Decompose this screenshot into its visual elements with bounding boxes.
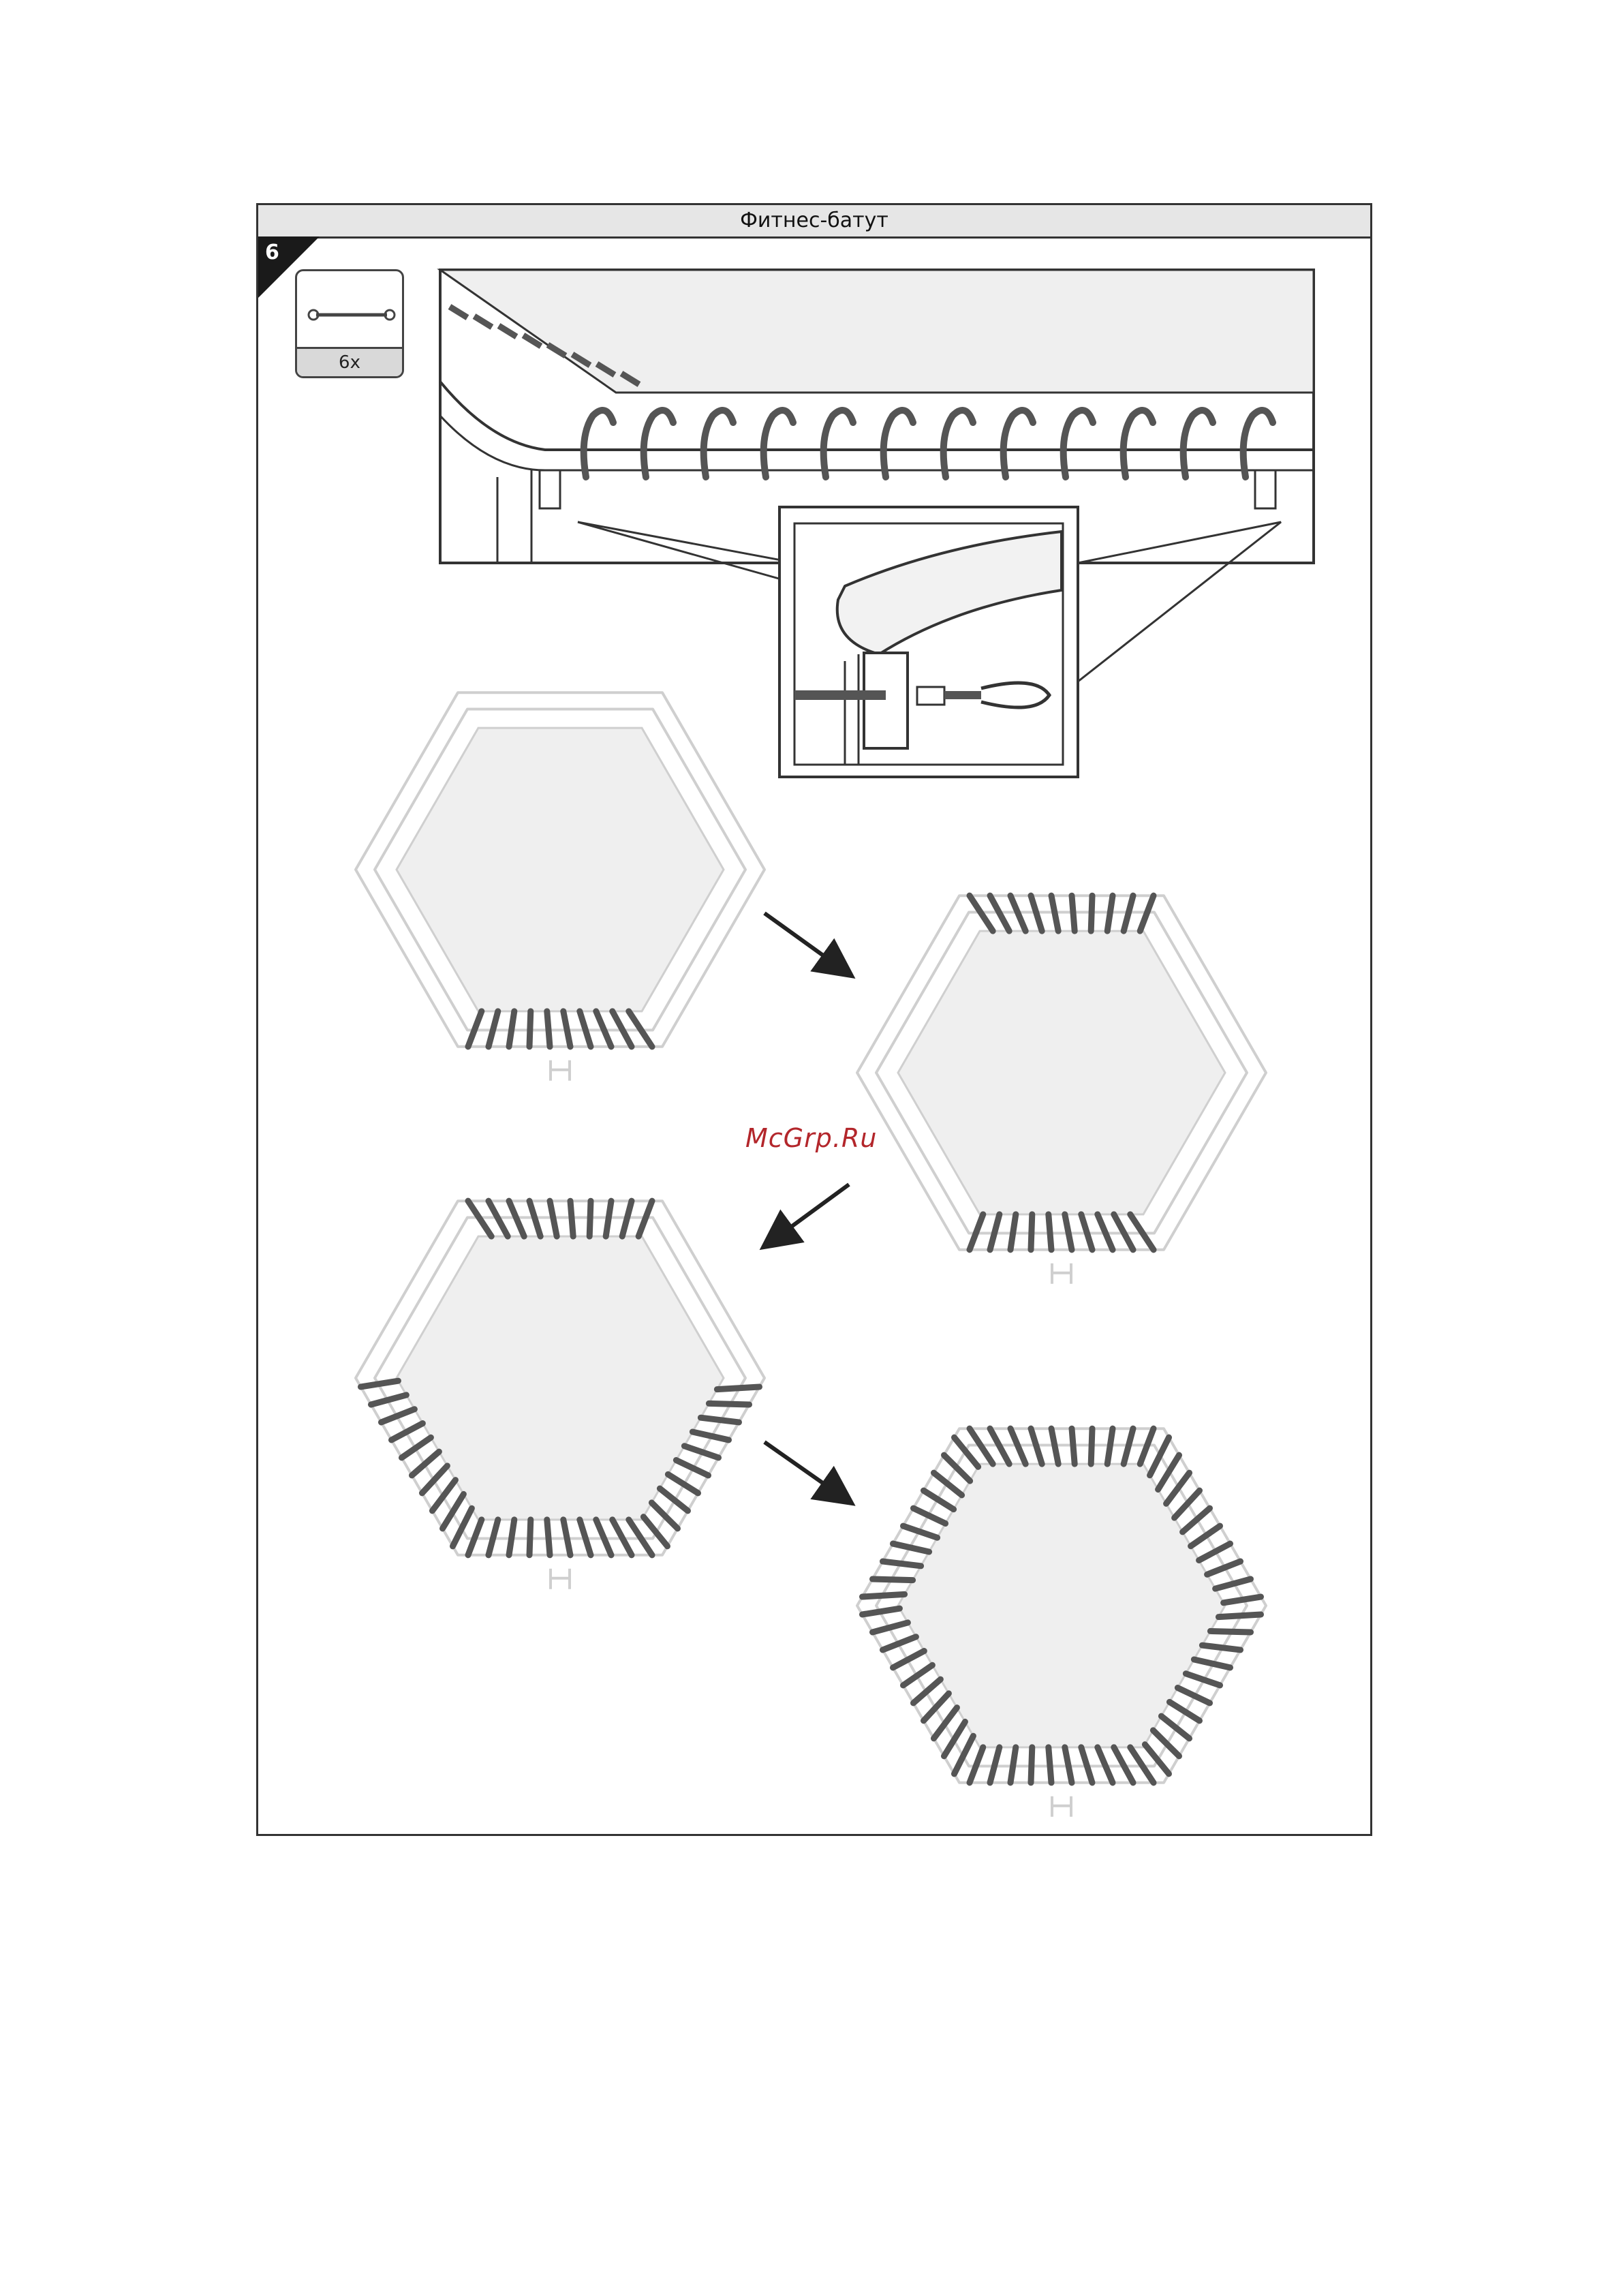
trampoline-stage-2 <box>857 896 1266 1284</box>
bungee-cord <box>873 1579 913 1580</box>
bungee-cord <box>1049 1747 1051 1783</box>
bungee-cord <box>1031 1214 1032 1250</box>
bungee-cord <box>1091 896 1092 931</box>
leg-socket <box>1052 1264 1071 1284</box>
arrow-3 <box>764 1442 842 1497</box>
arrow-2 <box>773 1184 849 1240</box>
leg-socket <box>551 1060 570 1081</box>
trampoline-stage-4 <box>857 1428 1266 1817</box>
bungee-cord <box>1218 1614 1261 1617</box>
bungee-cord <box>547 1011 550 1047</box>
leg-socket <box>1052 1796 1071 1817</box>
bungee-cord <box>863 1594 905 1597</box>
bungee-cord <box>709 1403 749 1405</box>
bungee-cord <box>529 1520 531 1555</box>
bungee-cord <box>1072 1428 1075 1464</box>
bungee-cord <box>1091 1428 1092 1464</box>
trampoline-stage-3 <box>356 1201 764 1589</box>
bungee-cord <box>547 1520 550 1555</box>
bungee-cord <box>1031 1747 1032 1783</box>
leg-socket <box>551 1569 570 1589</box>
bungee-cord <box>717 1387 759 1390</box>
bungee-cord <box>570 1201 573 1236</box>
watermark: McGrp.Ru <box>745 1123 877 1153</box>
trampoline-stage-1 <box>356 692 764 1081</box>
bungee-cord <box>529 1011 531 1047</box>
bungee-cord <box>589 1201 591 1236</box>
bungee-cord <box>1072 896 1075 931</box>
arrow-1 <box>764 913 842 969</box>
bungee-cord <box>1210 1631 1250 1632</box>
bungee-cord <box>1049 1214 1051 1250</box>
